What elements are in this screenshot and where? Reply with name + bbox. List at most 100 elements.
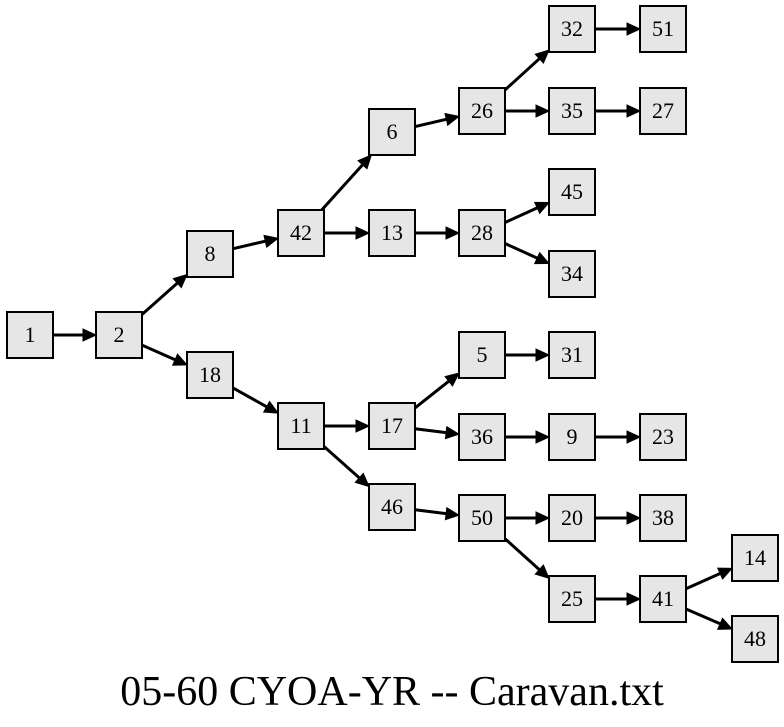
edge-36-to-9 (505, 430, 551, 444)
node-box (186, 351, 234, 399)
edge-line (685, 607, 721, 626)
edge-50-to-20 (505, 511, 551, 525)
node-18: 18 (186, 351, 234, 399)
edge-line (503, 57, 541, 92)
node-label: 14 (744, 545, 766, 570)
node-20: 20 (548, 494, 596, 542)
node-box (548, 168, 596, 216)
edge-20-to-38 (595, 511, 642, 525)
arrowhead (444, 425, 461, 440)
node-2: 2 (95, 311, 143, 359)
node-label: 45 (561, 179, 583, 204)
edge-1-to-2 (53, 328, 98, 342)
node-label: 25 (561, 586, 583, 611)
node-32: 32 (548, 5, 596, 53)
edges-layer (53, 22, 734, 630)
arrowhead (354, 472, 370, 488)
arrowhead (626, 511, 642, 525)
arrowhead (716, 617, 734, 630)
node-box (277, 402, 325, 450)
node-5: 5 (458, 331, 506, 379)
edge-11-to-46 (323, 445, 370, 488)
node-42: 42 (277, 209, 325, 257)
node-48: 48 (731, 615, 779, 663)
arrowhead (533, 251, 551, 265)
node-label: 38 (652, 505, 674, 530)
node-14: 14 (731, 534, 779, 582)
node-label: 8 (205, 241, 216, 266)
node-box (639, 87, 687, 135)
arrowhead (444, 112, 461, 127)
node-label: 48 (744, 626, 766, 651)
arrowhead (716, 567, 734, 580)
node-label: 20 (561, 505, 583, 530)
node-34: 34 (548, 250, 596, 298)
node-label: 50 (471, 505, 493, 530)
edge-2-to-8 (141, 273, 188, 316)
node-label: 46 (381, 494, 403, 519)
edge-41-to-48 (685, 607, 734, 630)
edge-line (320, 163, 364, 212)
node-label: 2 (114, 322, 125, 347)
node-1: 1 (6, 311, 54, 359)
arrowhead (355, 226, 371, 240)
node-box (731, 615, 779, 663)
edge-line (414, 427, 447, 435)
node-label: 31 (561, 342, 583, 367)
node-box (458, 413, 506, 461)
arrowhead (82, 328, 98, 342)
node-label: 1 (25, 322, 36, 347)
edge-17-to-5 (414, 372, 460, 410)
arrowhead (172, 273, 188, 289)
node-box (548, 413, 596, 461)
arrowhead (534, 49, 550, 65)
node-label: 13 (381, 220, 403, 245)
edge-line (232, 239, 266, 251)
node-box (639, 413, 687, 461)
node-35: 35 (548, 87, 596, 135)
node-label: 11 (290, 413, 311, 438)
edge-6-to-26 (414, 112, 461, 129)
edge-46-to-50 (414, 506, 461, 521)
node-box (639, 5, 687, 53)
node-17: 17 (368, 402, 416, 450)
node-label: 27 (652, 98, 674, 123)
node-26: 26 (458, 87, 506, 135)
node-8: 8 (186, 230, 234, 278)
node-label: 35 (561, 98, 583, 123)
edge-line (414, 117, 447, 129)
edge-42-to-13 (324, 226, 371, 240)
arrowhead (171, 353, 189, 366)
node-box (95, 311, 143, 359)
node-label: 9 (567, 424, 578, 449)
edge-line (414, 508, 447, 516)
node-box (368, 108, 416, 156)
edge-25-to-41 (595, 592, 642, 606)
edge-line (503, 537, 541, 571)
node-38: 38 (639, 494, 687, 542)
edge-9-to-23 (595, 430, 642, 444)
edge-2-to-18 (141, 343, 189, 366)
arrowhead (444, 506, 461, 521)
node-label: 26 (471, 98, 493, 123)
edge-line (504, 242, 538, 260)
arrowhead (533, 201, 551, 215)
arrowhead (355, 419, 371, 433)
node-box (548, 87, 596, 135)
node-label: 23 (652, 424, 674, 449)
edge-line (141, 281, 179, 316)
node-box (458, 494, 506, 542)
node-box (186, 230, 234, 278)
edge-42-to-6 (320, 154, 373, 212)
arrowhead (357, 154, 373, 170)
arrowhead (626, 430, 642, 444)
node-box (368, 483, 416, 531)
edge-line (685, 572, 721, 591)
node-box (458, 331, 506, 379)
edge-13-to-28 (415, 226, 461, 240)
node-label: 36 (471, 424, 493, 449)
node-31: 31 (548, 331, 596, 379)
arrowhead (626, 104, 642, 118)
arrowhead (626, 22, 642, 36)
